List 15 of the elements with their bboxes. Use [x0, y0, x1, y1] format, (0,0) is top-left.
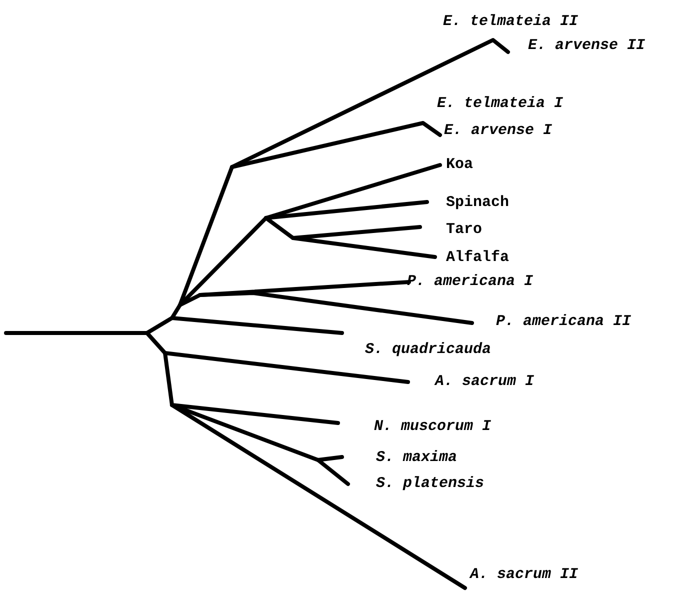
taxon-label: E. telmateia I — [437, 95, 564, 113]
taxon-label: S. maxima — [376, 449, 458, 467]
taxon-label: Taro — [446, 221, 482, 239]
taxon-label: S. quadricauda — [365, 341, 492, 359]
taxon-label: E. arvense I — [444, 122, 552, 140]
taxon-label: Alfalfa — [446, 249, 510, 267]
taxon-label: S. platensis — [376, 475, 484, 493]
taxon-label: P. americana II — [496, 313, 632, 331]
taxon-label: A. sacrum II — [470, 566, 578, 584]
taxon-label: Spinach — [446, 194, 510, 212]
taxon-label: E. telmateia II — [443, 13, 578, 31]
taxon-label: N. muscorum I — [374, 418, 492, 436]
taxon-label: A. sacrum I — [435, 373, 534, 391]
taxon-label: Koa — [446, 156, 474, 174]
taxon-label: E. arvense II — [528, 37, 646, 55]
